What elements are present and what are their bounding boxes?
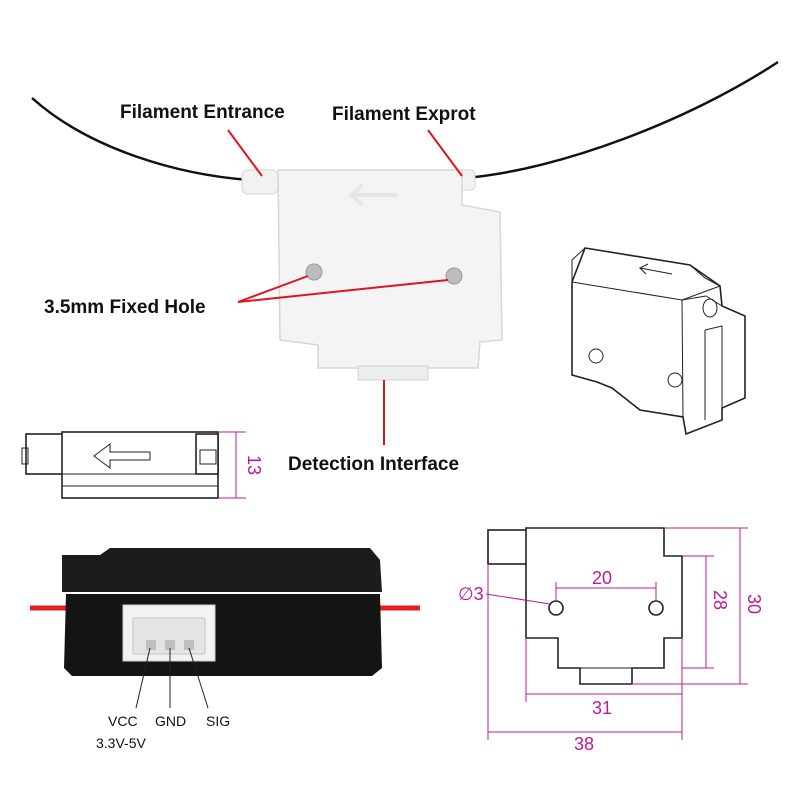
isometric-hole-left — [588, 348, 604, 364]
sensor-body — [277, 169, 503, 369]
dim-total-height: 30 — [744, 594, 764, 614]
callouts — [227, 129, 463, 445]
pin-vcc-range: 3.3V-5V — [96, 735, 146, 751]
photo-hole-left — [305, 263, 323, 281]
dim-hole-spacing: 20 — [592, 568, 612, 588]
photo-hole-right — [445, 267, 463, 285]
dim-side-height: 13 — [244, 455, 264, 475]
isometric-arrow-icon — [638, 263, 673, 275]
connector-pin-1 — [146, 640, 156, 650]
front-view-drawing: ∅3 20 28 30 31 38 — [458, 527, 764, 754]
black-sensor-photo — [30, 548, 420, 709]
isometric-drawing — [571, 247, 746, 436]
pin-sig-label: SIG — [206, 713, 230, 729]
callout-entrance — [227, 129, 263, 177]
connector-pin-2 — [165, 640, 175, 650]
black-body-top — [62, 548, 382, 592]
filament-tube-left — [31, 97, 251, 182]
embossed-arrow-icon — [347, 183, 398, 207]
isometric-port — [702, 298, 718, 318]
callout-exprot — [427, 129, 463, 177]
dim-hole-diameter: ∅3 — [458, 584, 484, 604]
dim-total-width: 38 — [574, 734, 594, 754]
connector-pin-3 — [184, 640, 194, 650]
dim-body-height: 28 — [710, 590, 730, 610]
callout-hole-right — [237, 279, 449, 303]
isometric-hole-right — [667, 372, 683, 388]
black-body-bottom — [64, 594, 382, 676]
pin-vcc-label: VCC — [108, 713, 138, 729]
label-detection-interface: Detection Interface — [288, 454, 459, 475]
pin-gnd-label: GND — [155, 713, 186, 729]
front-hole-right — [648, 600, 664, 616]
label-filament-entrance: Filament Entrance — [120, 102, 285, 123]
callout-hole-left — [237, 275, 309, 303]
photo-connector — [357, 365, 429, 381]
side-view-drawing: 13 — [21, 431, 264, 499]
dim-body-width: 31 — [592, 698, 612, 718]
label-fixed-hole: 3.5mm Fixed Hole — [44, 297, 206, 318]
filament-tube-right — [464, 60, 779, 180]
front-hole-left — [548, 600, 564, 616]
sensor-photo — [31, 60, 779, 381]
label-filament-exprot: Filament Exprot — [332, 104, 476, 125]
side-arrow-icon — [93, 443, 151, 469]
